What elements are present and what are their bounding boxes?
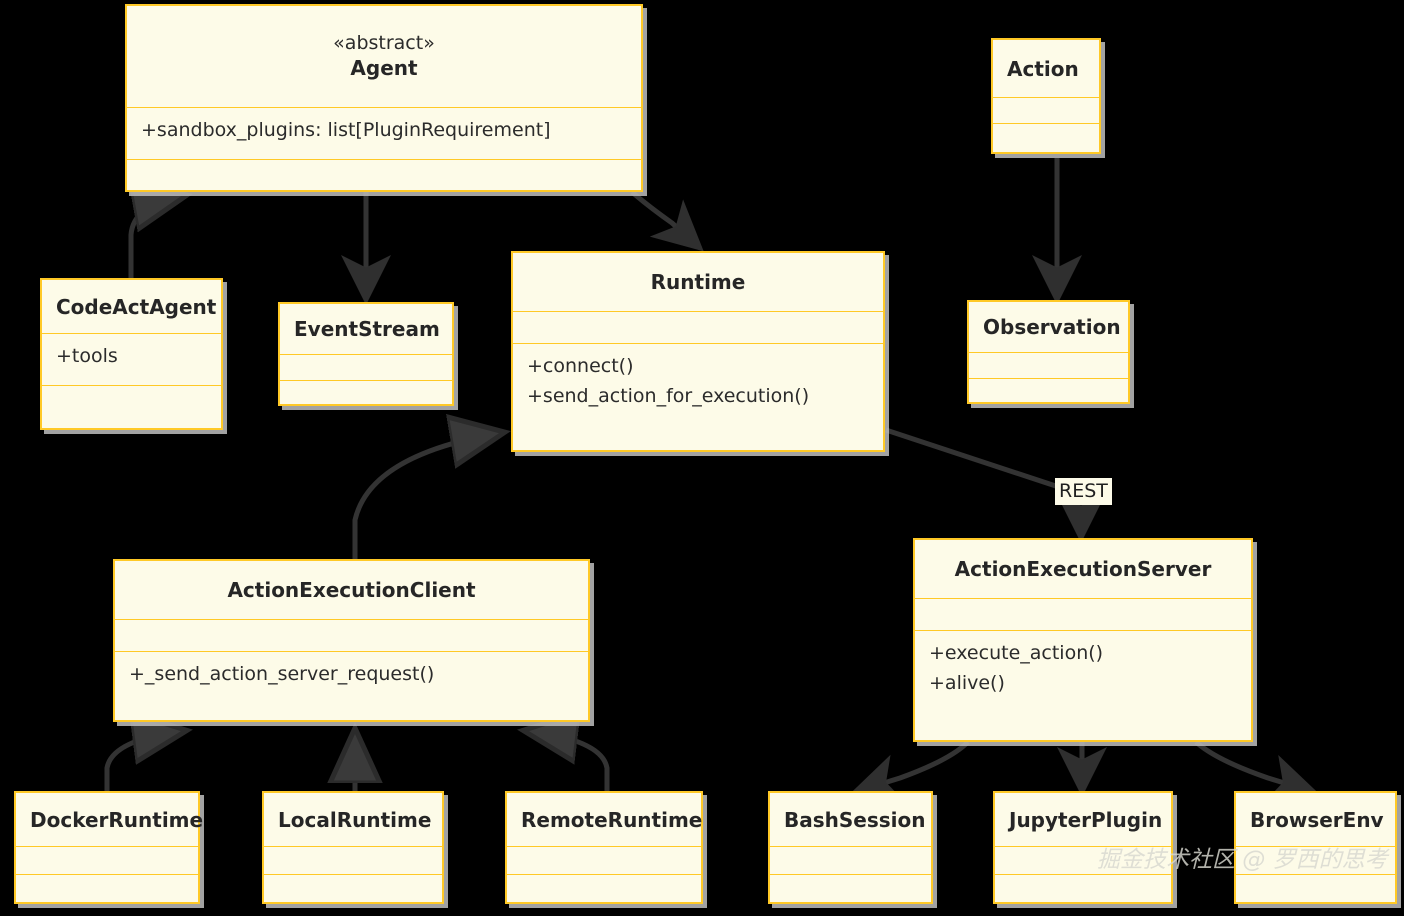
class-attribute: +tools [56,345,118,367]
class-name: RemoteRuntime [521,807,703,832]
class-methods-dockerruntime [16,874,198,902]
class-name: CodeActAgent [56,294,217,319]
class-attributes-remoteruntime [507,846,701,874]
class-box-codeactagent[interactable]: CodeActAgent +tools [40,278,223,430]
class-name: Action [1007,56,1079,81]
class-box-dockerruntime[interactable]: DockerRuntime [14,791,203,904]
class-header-remoteruntime: RemoteRuntime [507,793,703,846]
edge-aeclient-runtime [352,433,500,560]
class-box-agent[interactable]: «abstract» Agent +sandbox_plugins: list[… [125,4,643,192]
class-name: DockerRuntime [30,807,204,832]
class-methods-runtime: +connect() +send_action_for_execution() [513,343,883,450]
class-method: +execute_action() [929,642,1104,664]
class-header-action: Action [993,40,1099,97]
class-box-browserenv[interactable]: BrowserEnv [1234,791,1397,904]
class-attributes-codeactagent: +tools [42,333,221,385]
class-header-localruntime: LocalRuntime [264,793,442,846]
class-name: BashSession [784,807,926,832]
class-method: +_send_action_server_request() [129,663,435,685]
class-methods-eventstream [280,380,452,404]
class-box-bashsession[interactable]: BashSession [768,791,933,904]
class-methods-bashsession [770,874,931,902]
class-header-runtime: Runtime [513,253,883,311]
class-methods-localruntime [264,874,442,902]
edge-aeserver-bashsession [850,740,970,803]
class-attributes-actionexecutionclient [115,619,588,651]
class-header-jupyterplugin: JupyterPlugin [995,793,1171,846]
class-header-eventstream: EventStream [280,304,452,354]
class-attributes-bashsession [770,846,931,874]
class-box-remoteruntime[interactable]: RemoteRuntime [505,791,703,904]
class-name: Agent [350,56,418,81]
class-attribute: +sandbox_plugins: list[PluginRequirement… [141,119,551,141]
edge-remoteruntime-aeclient [528,731,610,792]
class-box-action[interactable]: Action [991,38,1101,154]
class-attributes-actionexecutionserver [915,598,1251,630]
class-methods-actionexecutionclient: +_send_action_server_request() [115,651,588,720]
class-box-observation[interactable]: Observation [967,300,1130,404]
class-name: LocalRuntime [278,807,432,832]
class-methods-codeactagent [42,385,221,428]
class-methods-remoteruntime [507,874,701,902]
class-box-eventstream[interactable]: EventStream [278,302,454,406]
edge-aeserver-browserenv [1194,740,1319,803]
class-methods-agent [127,159,641,190]
class-header-agent: «abstract» Agent [127,6,641,107]
edge-runtime-aeserver [885,427,1081,497]
class-header-actionexecutionserver: ActionExecutionServer [915,540,1251,598]
class-attributes-eventstream [280,354,452,380]
class-name: Observation [983,315,1121,339]
class-box-localruntime[interactable]: LocalRuntime [262,791,444,904]
class-methods-jupyterplugin [995,874,1171,902]
class-name: EventStream [294,317,440,341]
watermark-text: 掘金技术社区 @ 罗西的思考 [1097,847,1388,873]
edge-codeactagent-agent [131,196,182,285]
class-header-browserenv: BrowserEnv [1236,793,1395,846]
class-header-observation: Observation [969,302,1128,352]
class-box-runtime[interactable]: Runtime +connect() +send_action_for_exec… [511,251,885,452]
class-attributes-agent: +sandbox_plugins: list[PluginRequirement… [127,107,641,159]
class-name: ActionExecutionServer [954,557,1212,581]
class-header-bashsession: BashSession [770,793,931,846]
class-attributes-action [993,97,1099,123]
edge-agent-runtime [630,190,704,252]
class-method: +connect() [527,355,634,377]
edge-label-rest: REST [1055,478,1112,505]
class-methods-browserenv [1236,874,1395,902]
class-box-actionexecutionserver[interactable]: ActionExecutionServer +execute_action() … [913,538,1253,742]
class-box-jupyterplugin[interactable]: JupyterPlugin [993,791,1173,904]
class-name: BrowserEnv [1250,807,1384,832]
edge-dockerruntime-aeclient [104,731,182,792]
class-stereotype: «abstract» [333,31,435,54]
class-method: +send_action_for_execution() [527,384,810,407]
class-attributes-jupyterplugin [995,846,1171,874]
class-method: +alive() [929,671,1005,694]
class-name: ActionExecutionClient [227,578,476,602]
class-name: Runtime [650,270,746,294]
class-methods-action [993,123,1099,152]
class-attributes-runtime [513,311,883,343]
class-methods-actionexecutionserver: +execute_action() +alive() [915,630,1251,740]
class-box-actionexecutionclient[interactable]: ActionExecutionClient +_send_action_serv… [113,559,590,722]
class-methods-observation [969,378,1128,402]
class-attributes-localruntime [264,846,442,874]
class-name: JupyterPlugin [1009,807,1163,832]
class-header-dockerruntime: DockerRuntime [16,793,203,846]
class-attributes-browserenv [1236,846,1395,874]
class-attributes-observation [969,352,1128,378]
class-header-codeactagent: CodeActAgent [42,280,221,333]
class-attributes-dockerruntime [16,846,198,874]
class-header-actionexecutionclient: ActionExecutionClient [115,561,588,619]
